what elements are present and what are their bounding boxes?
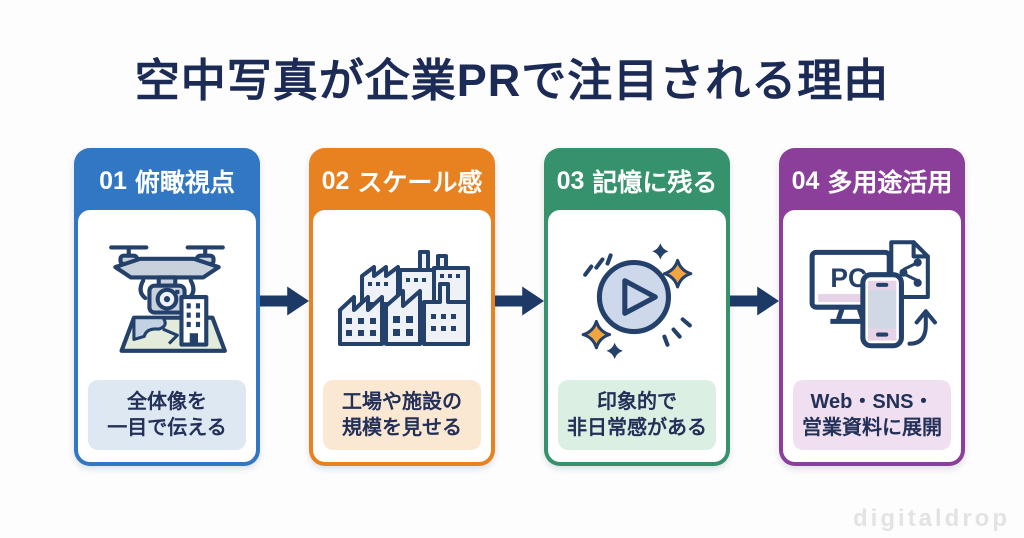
- card-body: 工場や施設の 規模を見せる: [313, 210, 491, 462]
- card-body: PC: [783, 210, 961, 462]
- card-number: 04: [791, 166, 820, 195]
- card-title: 多用途活用: [827, 169, 953, 197]
- caption-line: 非日常感がある: [567, 417, 707, 439]
- flow-arrow-icon: [730, 148, 779, 466]
- sparkle-play-icon: [548, 210, 726, 380]
- card-sense-of-scale: 02 スケール感: [309, 148, 495, 466]
- card-header: 01 俯瞰視点: [78, 152, 256, 210]
- card-caption: Web・SNS・ 営業資料に展開: [793, 380, 951, 450]
- caption-line: 全体像を: [127, 391, 207, 413]
- card-title: 記憶に残る: [592, 169, 718, 197]
- card-body: 全体像を 一目で伝える: [78, 210, 256, 462]
- caption-line: 工場や施設の: [342, 391, 462, 413]
- card-caption: 印象的で 非日常感がある: [558, 380, 716, 450]
- watermark: digitaldrop: [853, 505, 1010, 532]
- caption-line: 印象的で: [597, 391, 677, 413]
- card-multi-use: 04 多用途活用: [779, 148, 965, 466]
- card-number: 03: [556, 166, 585, 195]
- flow-arrow-icon: [260, 148, 309, 466]
- card-body: 印象的で 非日常感がある: [548, 210, 726, 462]
- card-header: 04 多用途活用: [783, 152, 961, 210]
- card-caption: 工場や施設の 規模を見せる: [323, 380, 481, 450]
- caption-line: 規模を見せる: [342, 417, 462, 439]
- card-flow: 01 俯瞰視点: [74, 148, 965, 466]
- caption-line: Web・SNS・: [810, 391, 934, 413]
- card-number: 01: [99, 166, 127, 195]
- flow-arrow-icon: [495, 148, 544, 466]
- card-caption: 全体像を 一目で伝える: [88, 380, 246, 450]
- caption-line: 営業資料に展開: [802, 417, 942, 439]
- card-memorable: 03 記憶に残る: [544, 148, 730, 466]
- card-header: 03 記憶に残る: [548, 152, 726, 210]
- drone-over-map-icon: [78, 210, 256, 380]
- card-header: 02 スケール感: [313, 152, 491, 210]
- devices-share-icon: PC: [783, 210, 961, 380]
- caption-line: 一目で伝える: [107, 417, 227, 439]
- card-overhead-view: 01 俯瞰視点: [74, 148, 260, 466]
- page-title: 空中写真が企業PRで注目される理由: [134, 55, 890, 106]
- card-title: 俯瞰視点: [134, 169, 235, 197]
- factory-icon: [313, 210, 491, 380]
- card-title: スケール感: [357, 169, 483, 197]
- card-number: 02: [321, 166, 350, 195]
